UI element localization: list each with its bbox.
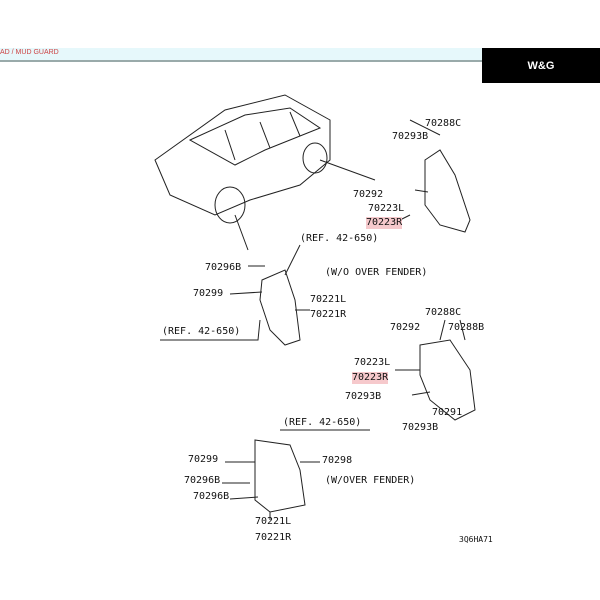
brand-logo: W&G (482, 48, 600, 83)
diagram-code: 3Q6HA71 (459, 535, 493, 544)
part-label: 70292 (353, 189, 384, 200)
part-label: 70288C (425, 118, 462, 129)
ref-label: (REF. 42-650) (283, 417, 362, 428)
part-label-highlighted: 70223R (366, 217, 403, 229)
part-label: 70296B (193, 491, 230, 502)
breadcrumb: AD / MUD GUARD (0, 49, 59, 56)
part-label: 70296B (205, 262, 242, 273)
part-label-highlighted: 70223R (352, 372, 389, 384)
mudguard-front-w (222, 429, 370, 520)
arrows (234, 159, 376, 251)
part-label: 70291 (432, 407, 463, 418)
part-label: 70288C (425, 307, 462, 318)
variant-label: (W/OVER FENDER) (325, 475, 416, 486)
mudguard-rear-w (395, 319, 476, 421)
part-label: 70299 (188, 454, 219, 465)
part-label: 70223L (354, 357, 391, 368)
part-label: 70298 (322, 455, 353, 466)
part-label: 70292 (390, 322, 421, 333)
part-label: 70293B (392, 131, 429, 142)
part-label: 70221R (255, 532, 292, 543)
logo-text: W&G (527, 59, 555, 72)
part-label: 70296B (184, 475, 221, 486)
ref-label: (REF. 42-650) (300, 233, 379, 244)
part-label: 70221L (310, 294, 347, 305)
part-label: 70288B (448, 322, 485, 333)
part-label: 70223L (368, 203, 405, 214)
part-label: 70293B (402, 422, 439, 433)
part-label: 70221R (310, 309, 347, 320)
mudguard-front-wo (160, 244, 310, 346)
ref-label: (REF. 42-650) (162, 326, 241, 337)
title-bar: AD / MUD GUARD (0, 48, 482, 62)
vehicle-drawing (154, 94, 331, 224)
part-label: 70293B (345, 391, 382, 402)
variant-label: (W/O OVER FENDER) (325, 267, 428, 278)
part-label: 70299 (193, 288, 224, 299)
part-label: 70221L (255, 516, 292, 527)
